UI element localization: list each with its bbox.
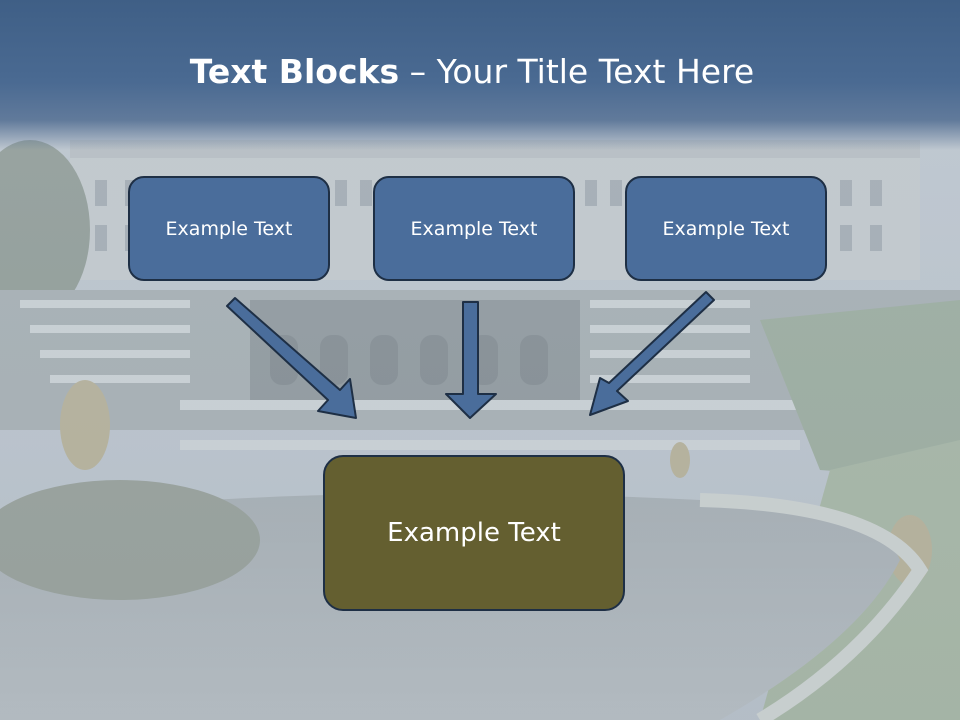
title-band — [0, 0, 960, 150]
title-rest: Your Title Text Here — [436, 52, 755, 91]
text-block-left[interactable]: Example Text — [128, 176, 330, 281]
slide-title: Text Blocks – Your Title Text Here — [0, 52, 944, 91]
title-bold-part: Text Blocks — [189, 52, 400, 91]
title-dash: – — [399, 52, 437, 91]
text-block-center[interactable]: Example Text — [373, 176, 575, 281]
text-block-right[interactable]: Example Text — [625, 176, 827, 281]
text-block-bottom[interactable]: Example Text — [323, 455, 625, 611]
